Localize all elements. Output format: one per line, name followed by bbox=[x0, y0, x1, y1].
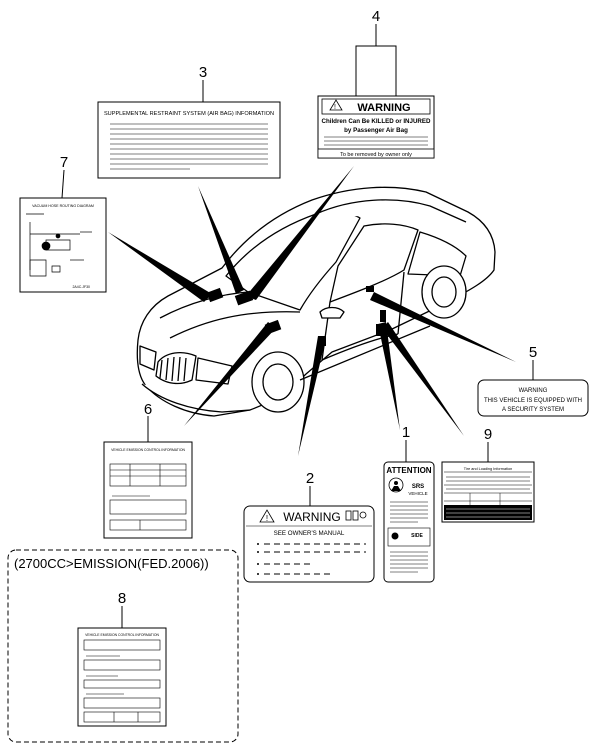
pointer-3 bbox=[198, 186, 244, 294]
label-5-security: WARNING THIS VEHICLE IS EQUIPPED WITH A … bbox=[477, 379, 589, 417]
manual-pictogram-icon bbox=[345, 510, 367, 521]
pointer-4 bbox=[246, 166, 354, 300]
label-6-emission: VEHICLE EMISSION CONTROL INFORMATION bbox=[103, 441, 193, 539]
label-1-side-text: SIDE bbox=[411, 533, 423, 539]
callout-3: 3 bbox=[199, 64, 207, 81]
group-label: (2700CC>EMISSION(FED.2006)) bbox=[14, 556, 209, 571]
callout-1: 1 bbox=[402, 424, 410, 441]
pointer-5 bbox=[370, 292, 516, 362]
label-6-header: VEHICLE EMISSION CONTROL INFORMATION bbox=[111, 448, 185, 452]
pointer-9 bbox=[382, 322, 464, 436]
warning-triangle-icon bbox=[259, 509, 275, 523]
callout-5: 5 bbox=[529, 344, 537, 361]
car-illustration bbox=[136, 186, 496, 417]
label-4-title: WARNING bbox=[357, 102, 410, 114]
callout-leaders bbox=[61, 24, 534, 628]
label-8-emission: VEHICLE EMISSION CONTROL INFORMATION bbox=[77, 627, 167, 727]
callout-6: 6 bbox=[144, 401, 152, 418]
label-1-icon-text: SRS bbox=[412, 484, 424, 490]
label-1-attention-srs: ATTENTION SRS VEHICLE SIDE bbox=[383, 461, 435, 583]
label-5-line3: A SECURITY SYSTEM bbox=[502, 407, 564, 413]
warning-triangle-icon bbox=[329, 99, 343, 111]
label-9-tire-info: Tire and Loading Information bbox=[441, 461, 535, 523]
label-5-line1: WARNING bbox=[519, 388, 548, 394]
pointer-6 bbox=[184, 322, 276, 426]
label-5-line2: THIS VEHICLE IS EQUIPPED WITH bbox=[484, 398, 582, 404]
label-8-header: VEHICLE EMISSION CONTROL INFORMATION bbox=[85, 633, 159, 637]
label-2-subtitle: SEE OWNER'S MANUAL bbox=[274, 530, 345, 537]
label-7-header: VACUUM HOSE ROUTING DIAGRAM bbox=[32, 204, 94, 208]
emission-variant-group: (2700CC>EMISSION(FED.2006)) bbox=[7, 549, 239, 743]
label-1-line: VEHICLE bbox=[408, 491, 427, 496]
label-3-title: SUPPLEMENTAL RESTRAINT SYSTEM (AIR BAG) … bbox=[104, 111, 274, 117]
callout-4: 4 bbox=[372, 8, 380, 25]
label-2-title: WARNING bbox=[283, 510, 341, 524]
callout-pointers bbox=[108, 166, 516, 456]
label-4-line2: by Passenger Air Bag bbox=[344, 127, 408, 134]
callout-7: 7 bbox=[60, 154, 68, 171]
callout-2: 2 bbox=[306, 470, 314, 487]
pointer-1 bbox=[378, 322, 400, 430]
svg-text:!: ! bbox=[334, 104, 336, 111]
callout-9: 9 bbox=[484, 426, 492, 443]
pointer-7 bbox=[108, 232, 212, 302]
label-1-title: ATTENTION bbox=[386, 466, 431, 475]
pointer-2 bbox=[298, 336, 326, 456]
label-9-header: Tire and Loading Information bbox=[464, 467, 512, 471]
label-2-warning-manual: ! WARNING SEE OWNER'S MANUAL bbox=[243, 505, 375, 583]
callout-numbers: 1 2 3 4 5 6 7 8 9 bbox=[60, 8, 537, 607]
svg-text:!: ! bbox=[266, 514, 268, 523]
callout-8: 8 bbox=[118, 590, 126, 607]
label-7-vacuum-hose: VACUUM HOSE ROUTING DIAGRAM 2A4C.JF30 bbox=[19, 197, 107, 293]
seat-icon bbox=[391, 532, 399, 540]
svg-text:2A4C.JF30: 2A4C.JF30 bbox=[72, 285, 90, 289]
label-3-srs-info: SUPPLEMENTAL RESTRAINT SYSTEM (AIR BAG) … bbox=[97, 101, 281, 179]
label-4-line1: Children Can Be KILLED or INJURED bbox=[322, 118, 432, 125]
car-label-marks bbox=[206, 286, 386, 346]
label-4-footer: To be removed by owner only bbox=[340, 152, 412, 158]
label-4-airbag-warning: ! WARNING Children Can Be KILLED or INJU… bbox=[317, 45, 435, 159]
